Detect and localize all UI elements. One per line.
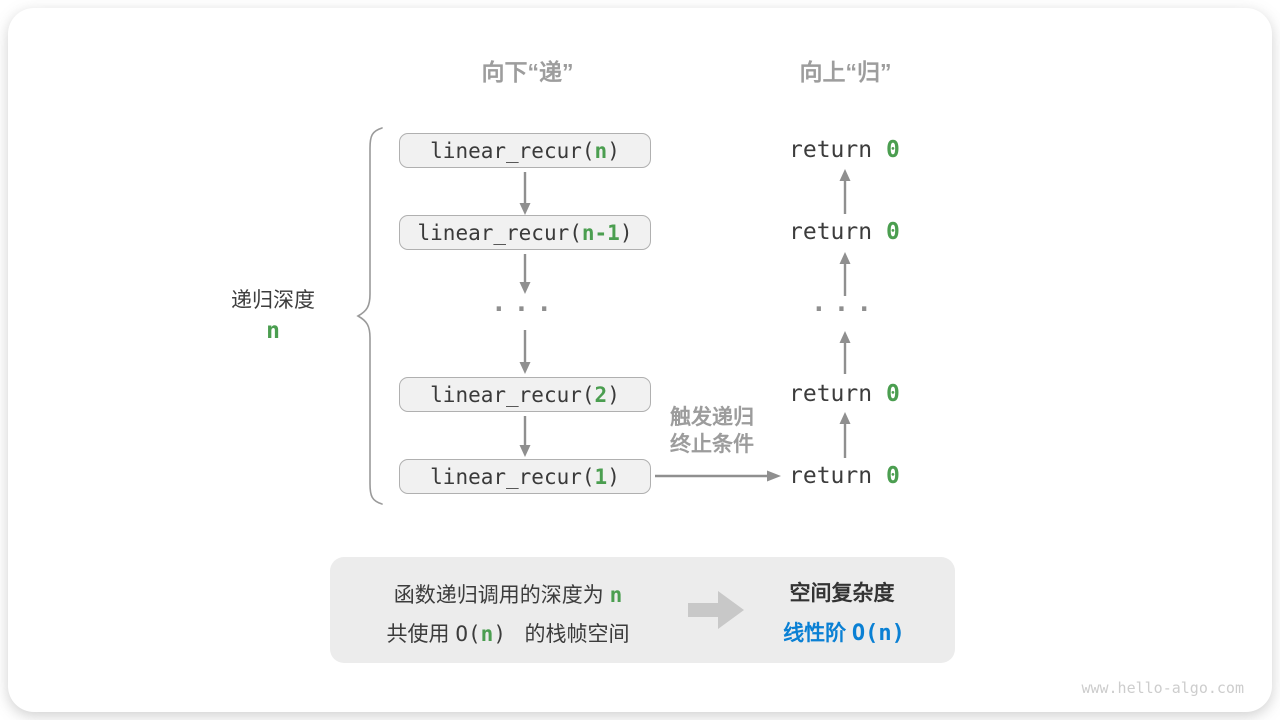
result-title: 空间复杂度	[789, 582, 895, 605]
call-box-n-1: linear_recur(n-1)	[399, 215, 651, 250]
summary-panel	[330, 557, 955, 663]
call-prefix: linear_recur(	[430, 464, 595, 489]
summary-line2: 共使用 O(n) 的栈帧空间	[348, 618, 668, 648]
arrow-up-icon	[839, 412, 851, 458]
result-label: 线性阶	[783, 622, 852, 645]
return-keyword: return	[789, 463, 886, 489]
stack-ellipsis: ...	[491, 288, 559, 318]
return-row: return 0	[789, 218, 900, 246]
return-keyword: return	[789, 137, 886, 163]
return-ellipsis: ...	[811, 288, 879, 318]
summary-line2-post: 的栈帧空间	[518, 623, 630, 646]
implies-arrow-icon	[688, 591, 744, 629]
call-suffix: )	[619, 220, 633, 245]
return-value: 0	[885, 219, 900, 245]
summary-line1-var: n	[609, 583, 623, 607]
depth-value: n	[266, 318, 280, 344]
arrow-up-icon	[839, 169, 851, 214]
result-complexity: O(n)	[851, 621, 905, 646]
return-row: return 0	[789, 136, 900, 164]
brace-icon	[356, 127, 383, 505]
header-descend: 向下“递”	[481, 59, 574, 85]
arrow-up-icon	[839, 331, 851, 374]
call-suffix: )	[607, 464, 620, 489]
depth-label: 递归深度	[231, 289, 315, 312]
call-box-1: linear_recur(1)	[399, 459, 651, 494]
trigger-line1: 触发递归	[670, 406, 754, 429]
call-suffix: )	[607, 138, 620, 163]
trigger-condition-label: 触发递归 终止条件	[648, 404, 776, 458]
arrow-down-icon	[519, 416, 531, 457]
call-prefix: linear_recur(	[417, 220, 582, 245]
return-keyword: return	[789, 219, 886, 245]
call-arg: 2	[594, 382, 608, 407]
summary-line2-pre: 共使用	[386, 623, 456, 646]
call-prefix: linear_recur(	[430, 138, 595, 163]
watermark: www.hello-algo.com	[1081, 679, 1244, 697]
summary-line1-text: 函数递归调用的深度为	[393, 584, 610, 607]
call-arg: n-1	[581, 220, 620, 245]
return-value: 0	[885, 137, 900, 163]
arrow-right-icon	[655, 470, 781, 482]
return-keyword: return	[789, 381, 886, 407]
call-arg: 1	[594, 464, 608, 489]
call-arg: n	[594, 138, 608, 163]
return-row: return 0	[789, 380, 900, 408]
arrow-up-icon	[839, 252, 851, 296]
summary-line2-o-open: O(	[455, 622, 481, 646]
call-box-n: linear_recur(n)	[399, 133, 651, 168]
result-value: 线性阶 O(n)	[744, 617, 944, 647]
call-prefix: linear_recur(	[430, 382, 595, 407]
return-row: return 0	[789, 462, 900, 490]
return-value: 0	[885, 381, 900, 407]
call-suffix: )	[607, 382, 620, 407]
header-ascend: 向上“归”	[799, 59, 892, 85]
arrow-down-icon	[519, 330, 531, 374]
arrow-down-icon	[519, 172, 531, 215]
trigger-line2: 终止条件	[670, 433, 754, 456]
summary-line1: 函数递归调用的深度为 n	[348, 579, 668, 609]
arrow-down-icon	[519, 254, 531, 294]
summary-line2-var: n	[480, 622, 494, 646]
call-box-2: linear_recur(2)	[399, 377, 651, 412]
summary-line2-o-close: )	[493, 622, 519, 646]
return-value: 0	[885, 463, 900, 489]
